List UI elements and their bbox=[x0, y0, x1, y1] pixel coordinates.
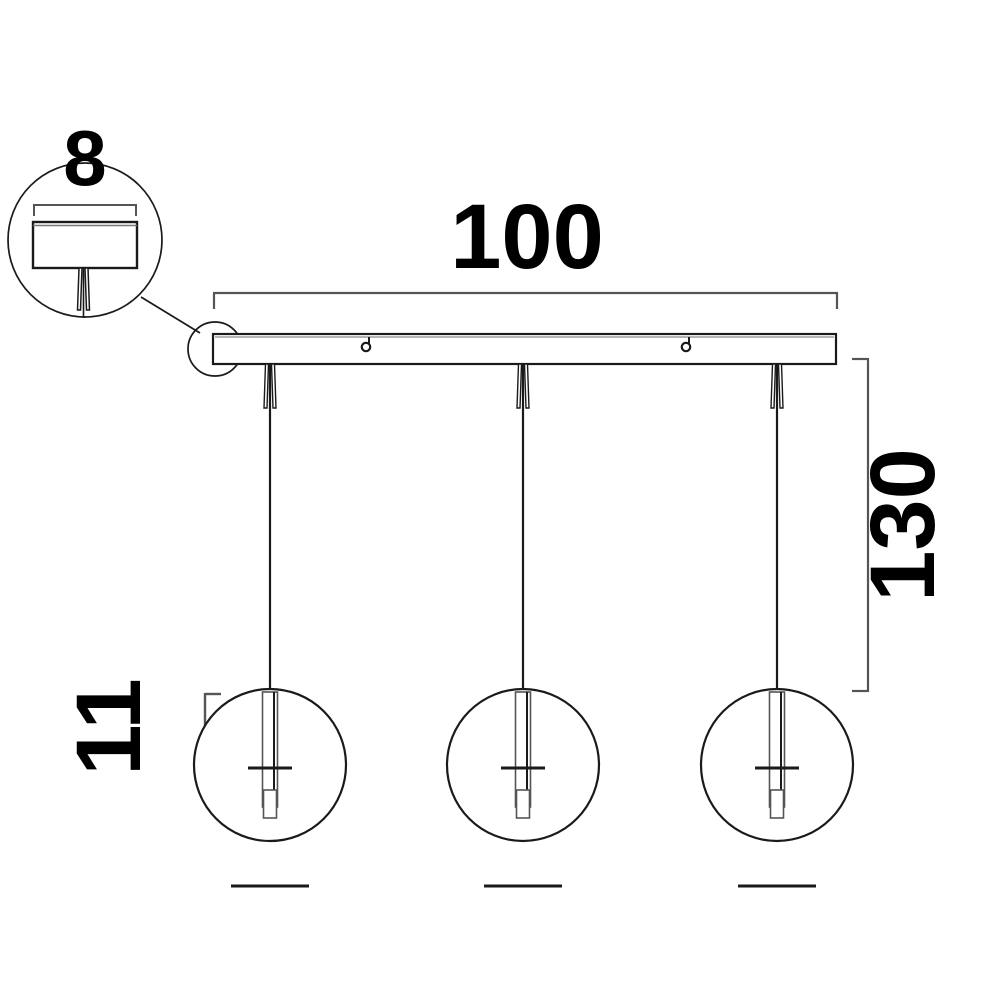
cable-grip-left-side-3 bbox=[770, 363, 777, 409]
cable-grip-left-side-1 bbox=[263, 363, 270, 409]
canopy-bar-body bbox=[211, 332, 838, 366]
bar-mount-point-1 bbox=[360, 337, 372, 353]
lamp-holder-3 bbox=[769, 789, 785, 819]
dimension-label-100: 100 bbox=[450, 186, 604, 288]
cable-grip-left-side-2 bbox=[516, 363, 523, 409]
mount-screw-head-1 bbox=[360, 341, 372, 353]
mount-screw-head-2 bbox=[680, 341, 692, 353]
detail-bar-profile bbox=[31, 220, 139, 270]
lamp-holder-2 bbox=[515, 789, 531, 819]
pendant-left bbox=[192, 363, 348, 888]
canopy-bar bbox=[211, 332, 838, 366]
detail-callout-group: 8 bbox=[7, 114, 201, 334]
dimension-label-8: 8 bbox=[63, 114, 106, 202]
detail-cable-grip-right bbox=[84, 267, 91, 311]
cable-grip-right-side-2 bbox=[523, 363, 530, 409]
detail-leader-line bbox=[140, 296, 201, 334]
detail-circle-boundary bbox=[7, 162, 163, 318]
dimension-label-11: 11 bbox=[58, 678, 160, 775]
detail-cable-grip-left bbox=[76, 267, 83, 311]
dimension-bracket-8 bbox=[33, 204, 137, 216]
cable-grip-right-side-3 bbox=[777, 363, 784, 409]
cable-grip-right-side-1 bbox=[270, 363, 277, 409]
pendant-center bbox=[445, 363, 601, 888]
lamp-holder-1 bbox=[262, 789, 278, 819]
dimension-bracket-130 bbox=[852, 357, 870, 693]
bar-mount-point-2 bbox=[680, 337, 692, 353]
dimension-label-130: 130 bbox=[852, 448, 954, 602]
pendant-right bbox=[699, 363, 855, 888]
dimension-bracket-100 bbox=[212, 291, 839, 309]
